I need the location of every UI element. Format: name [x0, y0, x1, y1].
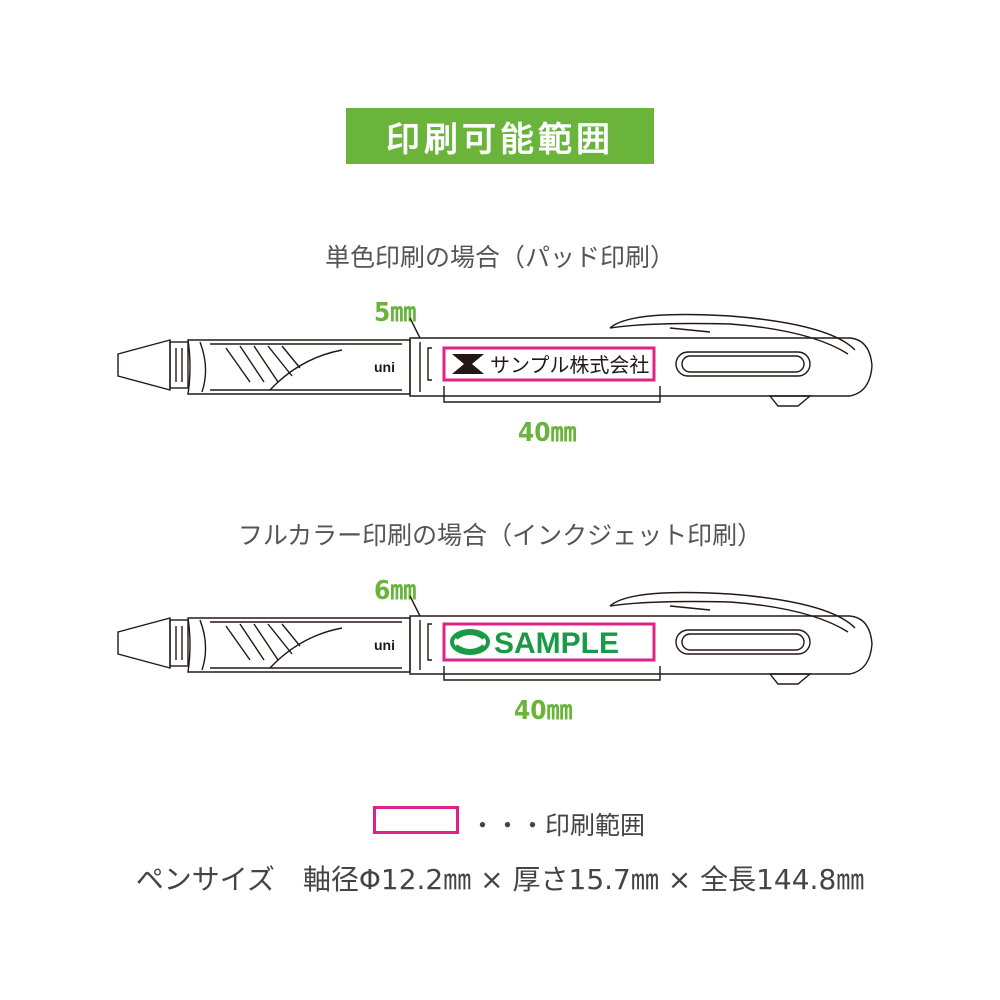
- height-dimension-label: 6㎜: [374, 576, 417, 606]
- width-dimension-label: 40㎜: [518, 418, 577, 448]
- brand-logo: uni: [374, 637, 395, 653]
- height-dimension-label: 5㎜: [374, 298, 417, 328]
- print-area-box: [442, 622, 656, 662]
- print-area-legend-box: [373, 806, 459, 834]
- pen-illustration-full-color: uni SAMPLE: [117, 591, 873, 685]
- sample-logo-icon: [452, 354, 484, 374]
- width-dimension-label: 40㎜: [514, 696, 573, 726]
- sample-company-text: サンプル株式会社: [490, 354, 649, 377]
- sample-text: SAMPLE: [494, 627, 619, 660]
- brand-logo: uni: [374, 359, 395, 375]
- print-area-legend-text: ・・・印刷範囲: [470, 811, 646, 840]
- pen-illustration-single: uni サンプル株式会社: [117, 313, 873, 407]
- section-title-single-color: 単色印刷の場合（パッド印刷）: [324, 243, 675, 272]
- pen-size-text: ペンサイズ 軸径Φ12.2㎜ × 厚さ15.7㎜ × 全長144.8㎜: [135, 863, 865, 896]
- print-area-badge: 印刷可能範囲: [346, 108, 654, 164]
- section-title-full-color: フルカラー印刷の場合（インクジェット印刷）: [237, 521, 763, 550]
- sample-swirl-logo-icon: [450, 629, 490, 655]
- print-area-box: [442, 346, 656, 382]
